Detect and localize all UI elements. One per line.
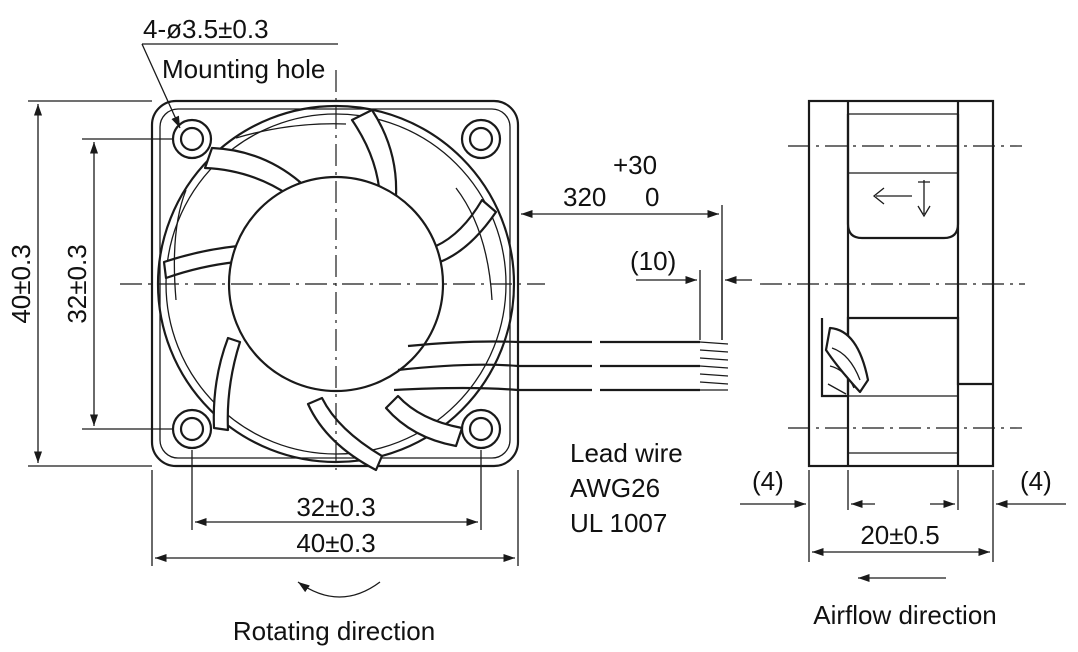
side-body <box>807 99 995 468</box>
rotating-arrow <box>297 581 381 598</box>
lead-wire-line3: UL 1007 <box>570 508 667 538</box>
front-view <box>28 43 1025 598</box>
width-inner-label: 32±0.3 <box>296 492 375 522</box>
lead-wire-line2: AWG26 <box>570 473 660 503</box>
fan-blade <box>212 336 242 432</box>
lead-tol-plus: +30 <box>613 150 657 180</box>
rotating-direction-label: Rotating direction <box>233 616 435 646</box>
flange-right-label: (4) <box>1020 466 1052 496</box>
height-outer-label: 40±0.3 <box>6 244 36 323</box>
depth-label: 20±0.5 <box>860 520 939 550</box>
lead-tol-minus: 0 <box>645 182 659 212</box>
lead-length-label: 320 <box>563 182 606 212</box>
width-outer-label: 40±0.3 <box>296 528 375 558</box>
lead-wire-line1: Lead wire <box>570 438 683 468</box>
side-view <box>740 99 1066 583</box>
airflow-direction-label: Airflow direction <box>813 600 997 630</box>
hole-name-label: Mounting hole <box>162 54 325 84</box>
mounting-hole <box>460 118 502 160</box>
mounting-hole <box>460 408 502 450</box>
lead-wire <box>393 340 729 392</box>
fan-blade <box>434 198 498 264</box>
mounting-hole <box>171 118 213 160</box>
height-inner-label: 32±0.3 <box>62 244 92 323</box>
mounting-hole <box>171 408 213 450</box>
flange-left-label: (4) <box>752 466 784 496</box>
strip-length-label: (10) <box>630 246 676 276</box>
airflow-icon <box>872 187 912 205</box>
fan-blade <box>306 396 384 472</box>
fan-blade <box>384 394 464 448</box>
hole-spec-label: 4-ø3.5±0.3 <box>143 14 269 44</box>
